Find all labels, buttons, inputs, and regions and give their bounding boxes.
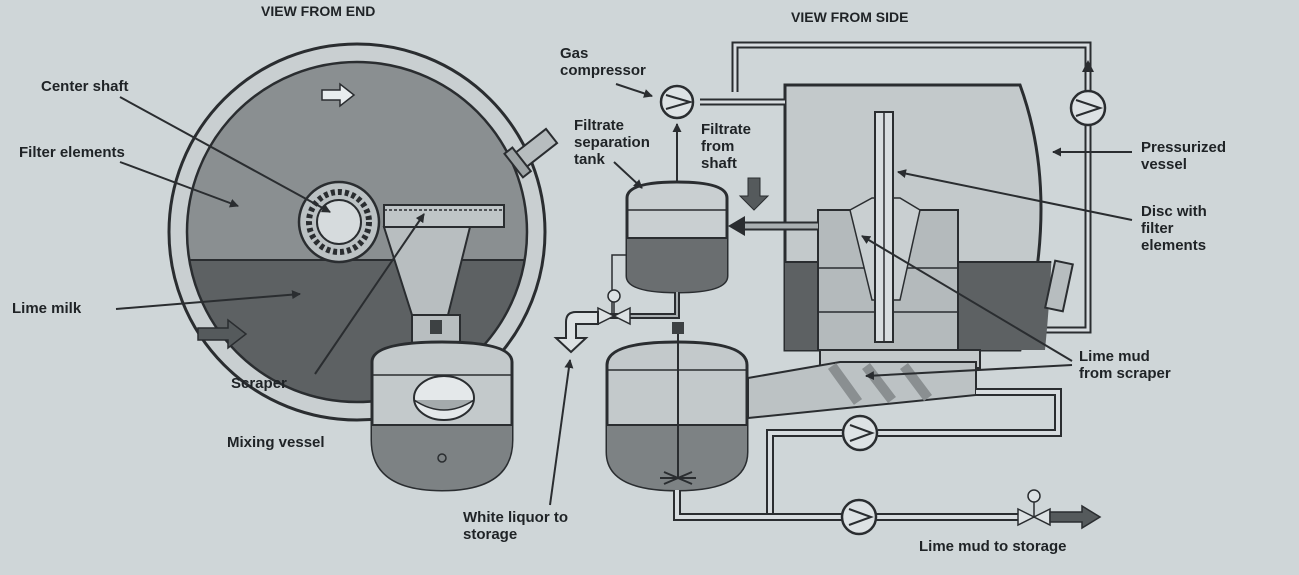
heading-view-from-side: VIEW FROM SIDE [791, 9, 909, 25]
label-center-shaft: Center shaft [41, 78, 129, 95]
lime-mud-piping [673, 388, 1102, 536]
agitated-tank [605, 322, 749, 492]
lime-milk-inlet-arrow-icon [197, 318, 248, 350]
storage-valve-icon [1017, 489, 1051, 527]
inspection-port-side [1044, 259, 1074, 313]
heading-view-from-end: VIEW FROM END [261, 3, 376, 19]
filtrate-separation-tank [553, 180, 729, 354]
white-liquor-outlet-icon [553, 311, 599, 354]
label-filter-elements: Filter elements [19, 144, 125, 161]
label-disc-with-filter-elements: Disc with filter elements [1141, 203, 1207, 254]
filtrate-from-shaft-arrow-icon [738, 177, 770, 211]
label-lime-mud-to-storage: Lime mud to storage [919, 538, 1067, 555]
label-lime-mud-from-scraper: Lime mud from scraper [1079, 348, 1171, 382]
filtrate-line [728, 177, 818, 236]
center-shaft [297, 180, 381, 264]
end-view [167, 42, 559, 492]
recirculation-loop [731, 41, 1107, 334]
scraper-end-view [382, 204, 505, 316]
gas-compressor [659, 84, 785, 182]
filter-disc [185, 60, 529, 404]
leader-lines [115, 83, 1133, 506]
filtrate-arrow-icon [728, 216, 745, 236]
label-mixing-vessel: Mixing vessel [227, 434, 325, 451]
inspection-port-end [503, 127, 559, 179]
lime-mud-chute [747, 349, 981, 420]
label-pressurized-vessel: Pressurized vessel [1141, 139, 1227, 173]
agitator-icon [660, 471, 696, 485]
label-lime-milk: Lime milk [12, 300, 82, 317]
lime-mud-outlet-arrow-icon [1049, 504, 1102, 530]
mixing-vessel [370, 340, 514, 492]
rotation-arrow-icon [321, 82, 356, 108]
label-gas-compressor: Gas compressor [560, 45, 646, 79]
label-scraper: Scraper [231, 375, 287, 392]
side-view [553, 41, 1107, 536]
recirculation-pump-icon [1069, 89, 1107, 127]
label-white-liquor-to-storage: White liquor to storage [463, 509, 568, 543]
label-filtrate-separation-tank: Filtrate separation tank [574, 117, 650, 168]
valve-icon [597, 289, 631, 326]
label-filtrate-from-shaft: Filtrate from shaft [701, 121, 752, 172]
